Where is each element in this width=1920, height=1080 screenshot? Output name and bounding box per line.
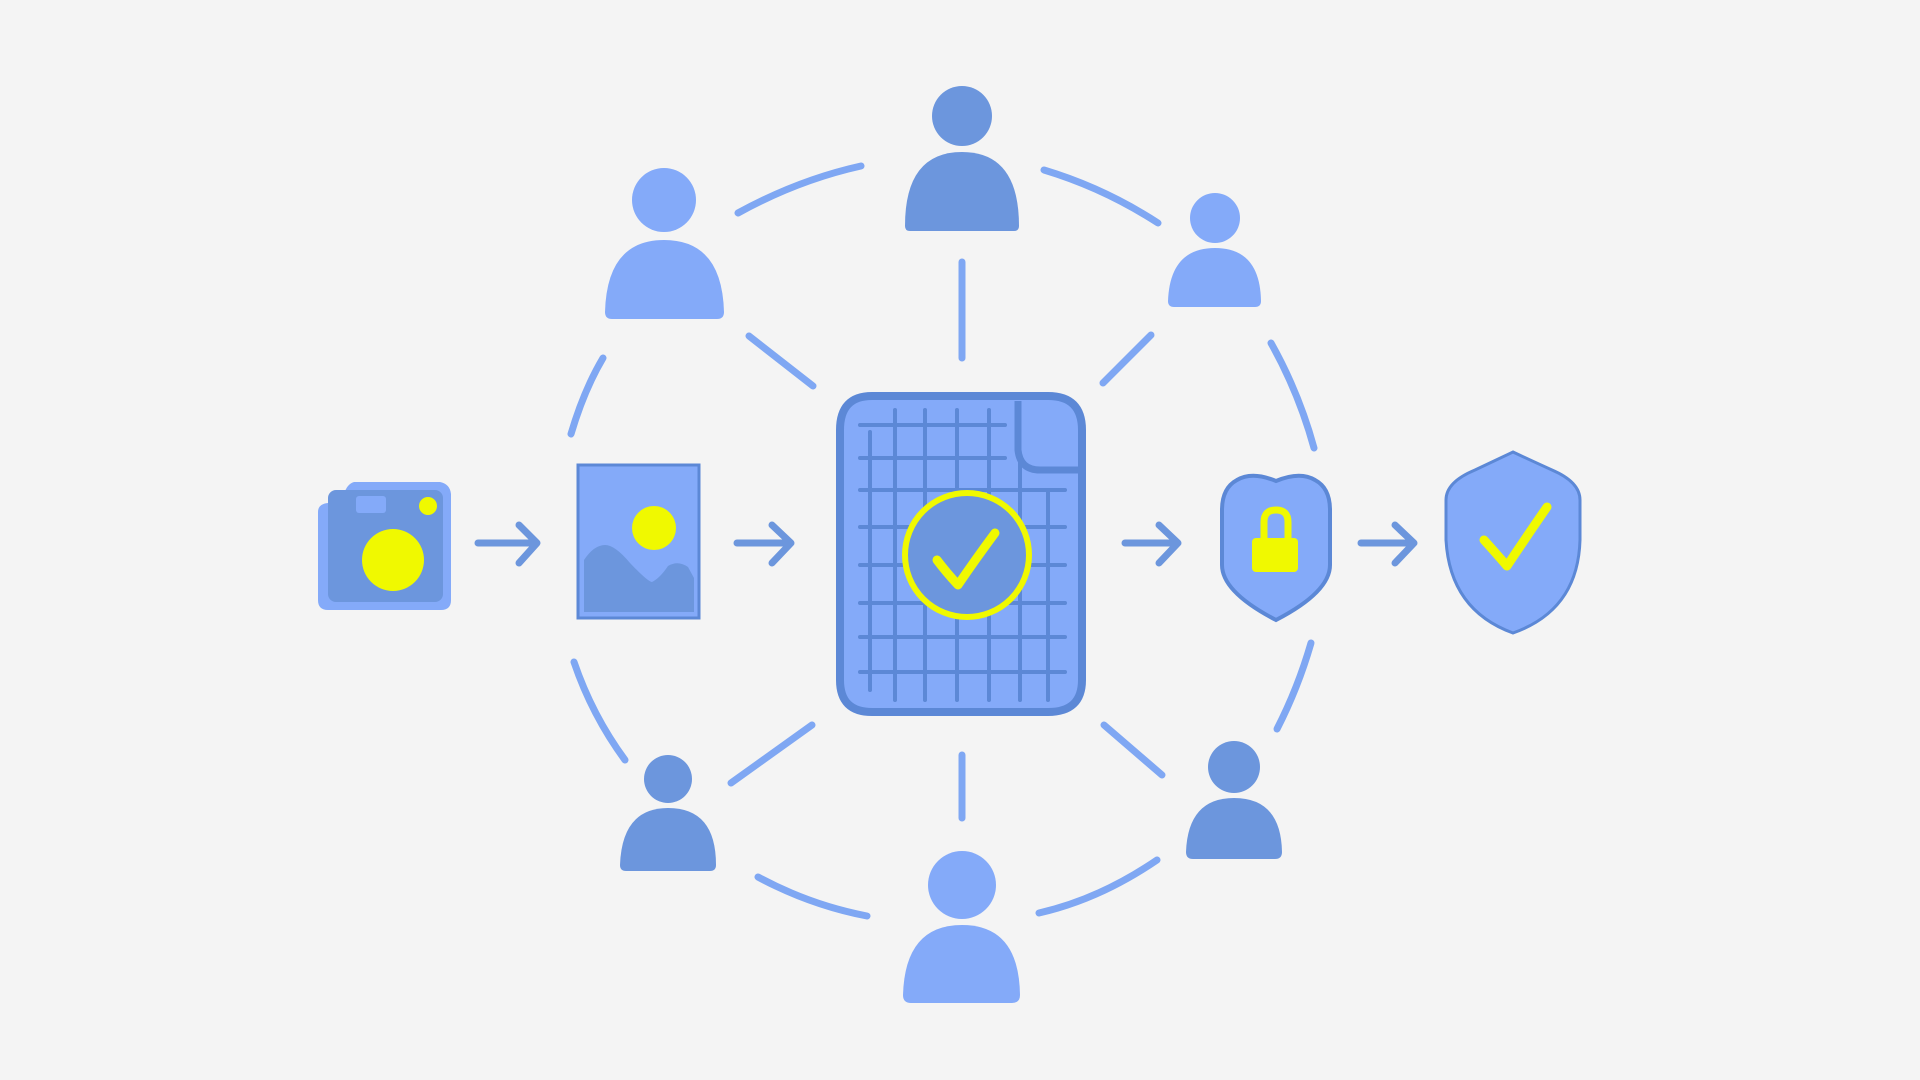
lock-shackle: [1260, 506, 1292, 538]
ring-segment: [754, 873, 871, 920]
camera-flash: [419, 497, 437, 515]
person-bottom-left: [620, 755, 716, 871]
document-fold: [1014, 401, 1078, 474]
check-icon: [1479, 502, 1552, 571]
person-icon: [1168, 193, 1261, 307]
ring-segment: [1267, 339, 1318, 452]
verified-document-icon: [836, 392, 1086, 716]
ring-segment: [1273, 639, 1315, 733]
spoke: [727, 721, 816, 787]
person-icon: [1186, 741, 1282, 859]
arrow-1: [474, 521, 541, 567]
person-icon: [905, 86, 1019, 231]
network-ring: [567, 162, 1318, 920]
arrow-4: [1357, 521, 1418, 567]
shield-lock-icon: [1220, 473, 1332, 623]
person-top-right: [1168, 193, 1261, 307]
ring-segment: [570, 658, 629, 764]
ring-segment: [567, 354, 607, 438]
arrow-right-icon: [1357, 521, 1418, 567]
spoke: [1099, 331, 1155, 387]
person-icon: [605, 168, 724, 319]
person-icon: [620, 755, 716, 871]
lock-node: [1220, 473, 1332, 623]
ring-segment: [1040, 166, 1162, 227]
camera-lens: [362, 529, 424, 591]
verify-badge: [902, 490, 1032, 620]
person-icon: [903, 851, 1020, 1003]
shield-large: [1444, 450, 1582, 635]
person-top: [905, 86, 1019, 231]
check-icon: [932, 528, 1000, 590]
image-icon: [576, 463, 701, 620]
image-sun: [632, 506, 676, 550]
camera-icon: [318, 482, 451, 610]
shield-node: [1444, 450, 1582, 635]
shield-check-icon: [1444, 450, 1582, 635]
ring-segment: [734, 162, 865, 217]
arrow-right-icon: [1121, 521, 1182, 567]
image-node: [576, 463, 701, 620]
arrow-right-icon: [733, 521, 795, 567]
person-bottom: [903, 851, 1020, 1003]
network-spokes: [727, 258, 1166, 822]
arrow-right-icon: [474, 521, 541, 567]
arrow-2: [733, 521, 795, 567]
spoke: [1100, 721, 1166, 779]
camera-viewfinder: [356, 496, 386, 513]
arrow-3: [1121, 521, 1182, 567]
spoke: [745, 332, 817, 390]
person-bottom-right: [1186, 741, 1282, 859]
document-node: [836, 392, 1086, 716]
ring-segment: [1035, 856, 1161, 917]
person-top-left: [605, 168, 724, 319]
camera-node: [318, 482, 451, 610]
lock-body: [1252, 538, 1298, 572]
